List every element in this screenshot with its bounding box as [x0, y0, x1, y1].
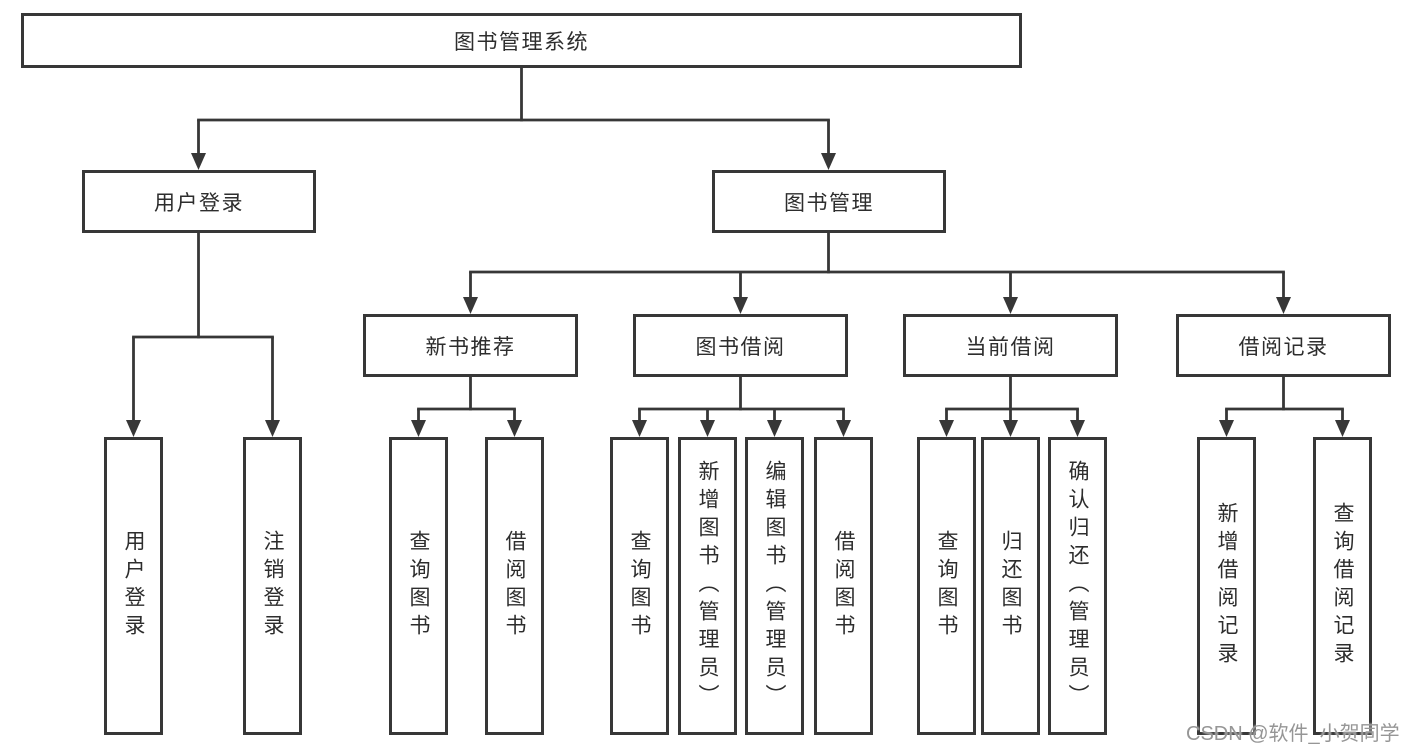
leaf-query-borrow-record: 查询借阅记录	[1313, 437, 1372, 735]
leaf-query-books-1: 查询图书	[389, 437, 448, 735]
leaf-user-login: 用户登录	[104, 437, 163, 735]
node-library-system: 图书管理系统	[21, 13, 1022, 68]
node-book-borrowing: 图书借阅	[633, 314, 848, 377]
node-book-management: 图书管理	[712, 170, 946, 233]
leaf-query-books-2: 查询图书	[610, 437, 669, 735]
leaf-borrow-books-1: 借阅图书	[485, 437, 544, 735]
node-borrow-records: 借阅记录	[1176, 314, 1391, 377]
leaf-return-book: 归还图书	[981, 437, 1040, 735]
leaf-edit-book-admin: 编辑图书（管理员）	[745, 437, 804, 735]
node-new-book-recommend: 新书推荐	[363, 314, 578, 377]
leaf-borrow-books-2: 借阅图书	[814, 437, 873, 735]
node-current-borrowing: 当前借阅	[903, 314, 1118, 377]
leaf-add-book-admin: 新增图书（管理员）	[678, 437, 737, 735]
leaf-query-books-3: 查询图书	[917, 437, 976, 735]
leaf-confirm-return-admin: 确认归还（管理员）	[1048, 437, 1107, 735]
leaf-add-borrow-record: 新增借阅记录	[1197, 437, 1256, 735]
node-user-login: 用户登录	[82, 170, 316, 233]
watermark-text: CSDN @软件_小贺同学	[1186, 723, 1400, 745]
leaf-logout: 注销登录	[243, 437, 302, 735]
